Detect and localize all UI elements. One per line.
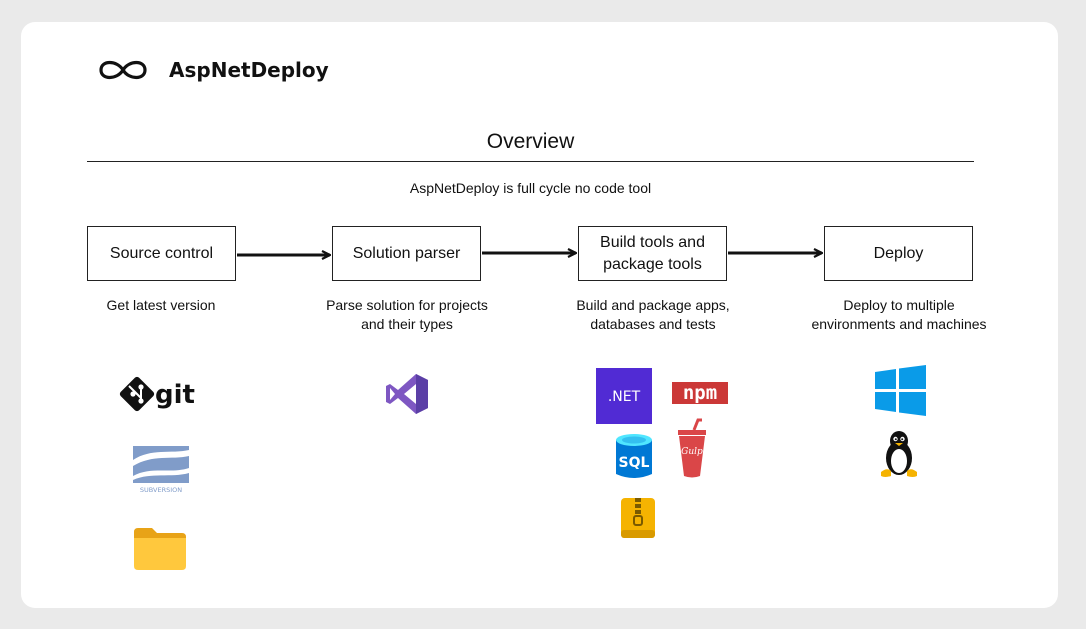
gulp-icon: Gulp (676, 418, 708, 480)
stage-label: Solution parser (352, 244, 461, 262)
windows-icon (875, 365, 927, 417)
visual-studio-icon (384, 372, 430, 416)
linux-icon (877, 429, 921, 479)
stage-label: Deploy (873, 244, 924, 262)
infinity-icon (99, 60, 147, 80)
stage-description-solution-parser: Parse solution for projects and their ty… (326, 297, 488, 332)
brand-name: AspNetDeploy (169, 58, 329, 82)
stage-label: Build tools and package tools (600, 233, 705, 273)
stage-description-source-control: Get latest version (106, 297, 216, 313)
dotnet-icon: .NET (596, 368, 652, 424)
folder-icon (132, 526, 188, 572)
subversion-wordmark: SUBVERSION (140, 486, 182, 494)
brand: AspNetDeploy (96, 56, 329, 84)
dotnet-label: .NET (608, 389, 641, 405)
npm-icon: npm (672, 382, 728, 404)
gulp-wordmark: Gulp (681, 447, 703, 457)
stage-description-build-tools: Build and package apps, databases and te… (576, 297, 730, 332)
overview-intro: AspNetDeploy is full cycle no code tool (409, 180, 652, 196)
zip-archive-icon (619, 496, 657, 540)
git-icon: git (119, 374, 195, 414)
stage-source-control: Source control (87, 226, 236, 281)
stage-build-tools: Build tools and package tools (578, 226, 727, 281)
stage-label: Source control (109, 244, 214, 262)
stage-description-deploy: Deploy to multiple environments and mach… (811, 297, 987, 332)
subversion-icon: SUBVERSION (131, 444, 191, 496)
stage-solution-parser: Solution parser (332, 226, 481, 281)
overview-divider (87, 161, 974, 162)
stage-deploy: Deploy (824, 226, 973, 281)
sql-label: SQL (619, 455, 650, 471)
npm-wordmark: npm (683, 382, 717, 404)
sql-icon: SQL (614, 432, 654, 482)
overview-card (21, 22, 1058, 608)
overview-title: Overview (486, 130, 575, 153)
git-wordmark: git (155, 380, 195, 410)
